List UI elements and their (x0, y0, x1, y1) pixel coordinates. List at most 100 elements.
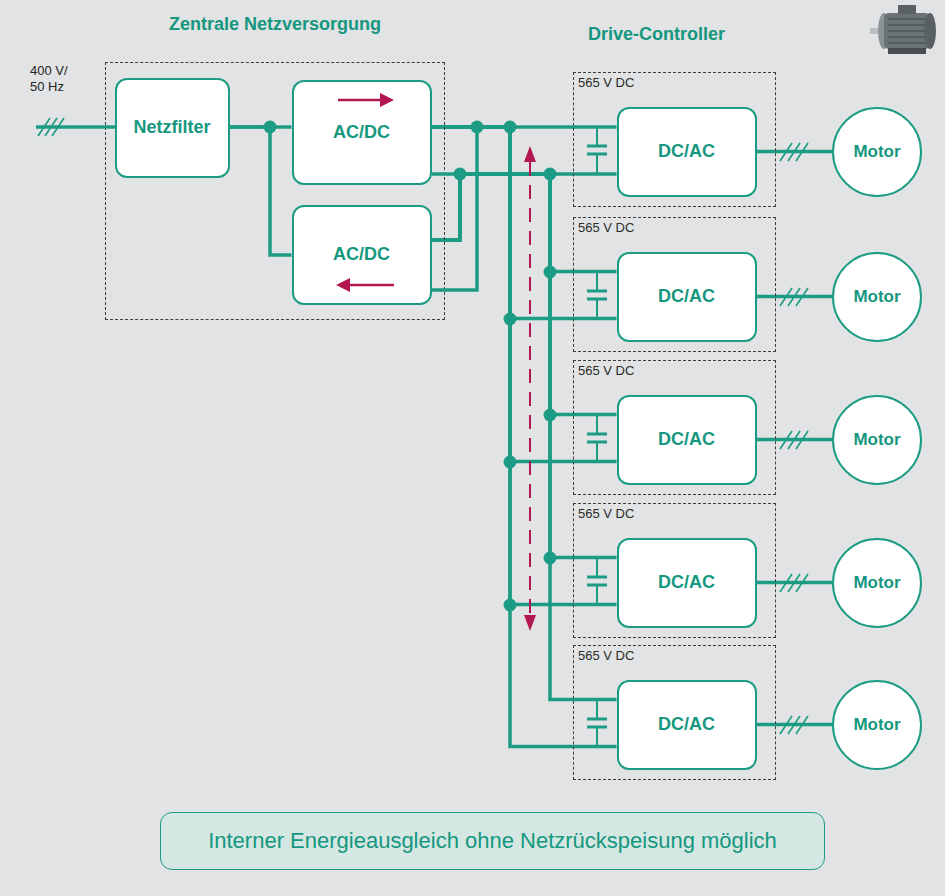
phase-marks (788, 288, 800, 306)
capacitor-symbol (587, 433, 607, 436)
energy-flow-arrow (380, 93, 394, 107)
box-label: DC/AC (658, 572, 715, 593)
junction-dot (544, 266, 557, 279)
capacitor-symbol (596, 442, 598, 462)
voltage-label: 565 V DC (578, 220, 779, 236)
motor-illustration (898, 5, 916, 14)
input-wire (36, 125, 115, 129)
bus-wire (757, 723, 833, 727)
inverter-box: DC/AC (617, 680, 757, 770)
junction-dot (544, 168, 557, 181)
inverter-box: DC/AC (617, 538, 757, 628)
region-heading: Zentrale Netzversorgung (106, 14, 444, 35)
junction-dot (504, 456, 517, 469)
capacitor-symbol (596, 154, 598, 174)
motor-illustration (878, 13, 890, 49)
controller-region: 565 V DC DC/AC (573, 645, 776, 780)
capacitor-symbol (587, 145, 607, 148)
phase-marks (780, 288, 792, 306)
filter-box: Netzfilter (115, 78, 230, 178)
motor-circle: Motor (832, 252, 922, 342)
voltage-label: 565 V DC (578, 506, 779, 522)
junction-dot (544, 552, 557, 565)
group-heading: Drive-Controller (588, 24, 725, 45)
phase-marks (788, 574, 800, 592)
phase-marks (38, 118, 50, 136)
capacitor-symbol (596, 700, 598, 719)
motor-circle: Motor (832, 395, 922, 485)
bus-wire (757, 438, 833, 442)
bus-wire (757, 295, 833, 299)
phase-marks (788, 431, 800, 449)
motor-illustration (884, 13, 930, 49)
regen-unit-box: AC/DC (292, 205, 432, 305)
rectifier-box: AC/DC (292, 80, 432, 185)
supply-region: Zentrale NetzversorgungNetzfilterAC/DCAC… (105, 62, 445, 320)
bus-wire (432, 127, 477, 290)
bus-wire (757, 581, 833, 585)
phase-marks (52, 118, 64, 136)
motor-label: Motor (853, 573, 900, 593)
bus-wire (230, 127, 292, 255)
box-label: DC/AC (658, 429, 715, 450)
motor-illustration (870, 28, 884, 34)
capacitor-symbol (596, 272, 598, 291)
capacitor-symbol (596, 727, 598, 747)
label-holder: Drive-Controller (588, 24, 725, 45)
junction-dot (504, 599, 517, 612)
motor-label: Motor (853, 715, 900, 735)
capacitor-symbol (587, 127, 607, 747)
junction-dot (504, 121, 517, 134)
motor-label: Motor (853, 142, 900, 162)
capacitor-symbol (596, 127, 598, 146)
supply-voltage-label: 400 V/ 50 Hz (30, 63, 78, 95)
phase-marks (796, 143, 808, 161)
capacitor-symbol (587, 584, 607, 587)
capacitor-symbol (587, 298, 607, 301)
input-wire (36, 125, 115, 129)
energy-flow-arrow (350, 284, 394, 287)
capacitor-symbol (587, 153, 607, 156)
bus-wire (432, 127, 477, 290)
controller-region: 565 V DC DC/AC (573, 72, 776, 207)
phase-marks (45, 118, 57, 136)
energy-flow-arrow (524, 615, 536, 631)
controller-region: 565 V DC DC/AC (573, 217, 776, 352)
capacitor-symbol (587, 718, 607, 721)
voltage-label: 565 V DC (578, 75, 779, 91)
phase-marks (780, 143, 792, 161)
bus-wire (432, 172, 460, 176)
bus-wire (432, 174, 617, 700)
phase-marks (780, 431, 792, 449)
junction-dot (544, 409, 557, 422)
motor-illustration (888, 36, 928, 38)
energy-flow-arrow (336, 93, 536, 631)
phase-marks (780, 716, 792, 734)
motor-illustration (888, 30, 928, 32)
junction-dot (454, 168, 467, 181)
capacitor-symbol (587, 576, 607, 579)
phase-marks (788, 143, 800, 161)
box-label: Netzfilter (133, 117, 210, 138)
capacitor-symbol (587, 726, 607, 729)
bus-wire (757, 150, 833, 154)
capacitor-symbol (596, 558, 598, 577)
box-label: DC/AC (658, 286, 715, 307)
capacitor-symbol (587, 441, 607, 444)
phase-marks (796, 716, 808, 734)
motor-circle: Motor (832, 107, 922, 197)
voltage-label: 565 V DC (578, 648, 779, 664)
energy-flow-arrow (338, 99, 382, 102)
motor-illustration (888, 48, 926, 54)
controller-region: 565 V DC DC/AC (573, 360, 776, 495)
box-label: DC/AC (658, 141, 715, 162)
voltage-label: 565 V DC (578, 363, 779, 379)
phase-marks (796, 288, 808, 306)
inverter-box: DC/AC (617, 107, 757, 197)
phase-marks (788, 716, 800, 734)
motor-illustration (924, 13, 936, 49)
motor-illustration (888, 24, 928, 26)
motor-circle: Motor (832, 538, 922, 628)
phase-marks (796, 574, 808, 592)
